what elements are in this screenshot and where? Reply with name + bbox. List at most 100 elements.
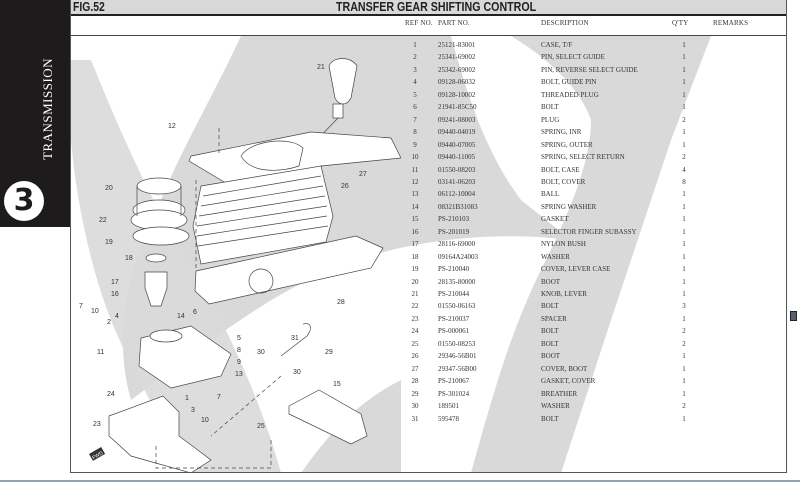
part-no: PS-210040 xyxy=(438,265,470,274)
part-gasket xyxy=(288,389,368,445)
part-no: 01550-08253 xyxy=(438,339,476,348)
ref-no: 29 xyxy=(411,389,419,398)
description: BOLT xyxy=(541,327,559,336)
description: COVER, BOOT xyxy=(541,364,588,373)
part-no: 08321B31083 xyxy=(438,202,478,211)
quantity: 1 xyxy=(682,190,686,199)
description: BREATHER xyxy=(541,389,578,398)
callout-9: 9 xyxy=(237,359,241,366)
description: PIN, SELECT GUIDE xyxy=(541,53,605,62)
quantity: 1 xyxy=(682,202,686,211)
quantity: 1 xyxy=(682,314,686,323)
callout-3: 3 xyxy=(191,407,195,414)
ref-no: 8 xyxy=(413,128,417,137)
exploded-parts-diagram: 21 12 27 26 20 22 19 18 28 17 16 7 10 2 … xyxy=(79,58,401,472)
description: BOLT xyxy=(541,339,559,348)
description: BOLT xyxy=(541,302,559,311)
callout-12: 12 xyxy=(168,123,176,130)
page-scroll-indicator[interactable] xyxy=(790,311,797,321)
description: BALL xyxy=(541,190,560,199)
ref-no: 24 xyxy=(411,327,419,336)
description: SPRING, INR xyxy=(541,128,582,137)
description: CASE, T/F xyxy=(541,41,573,49)
part-no: 29347-56B00 xyxy=(438,364,477,373)
callout-17: 17 xyxy=(111,279,119,286)
quantity: 1 xyxy=(682,240,686,249)
callout-18: 18 xyxy=(125,255,133,262)
title-bar: FIG.52 TRANSFER GEAR SHIFTING CONTROL xyxy=(71,0,786,16)
quantity: 1 xyxy=(682,377,686,386)
section-label: TRANSMISSION xyxy=(40,57,55,160)
description: GASKET, COVER xyxy=(541,377,596,386)
chapter-number: 3 xyxy=(13,183,35,218)
quantity: 1 xyxy=(682,90,686,99)
svg-text:FWD: FWD xyxy=(91,450,104,461)
front-direction-icon: FWD xyxy=(89,447,106,461)
description: WASHER xyxy=(541,252,570,261)
ref-no: 12 xyxy=(411,177,419,186)
part-no: 09164A24003 xyxy=(438,252,479,261)
ref-no: 26 xyxy=(411,352,419,361)
description: BOLT xyxy=(541,103,559,112)
quantity: 2 xyxy=(682,153,686,162)
part-boot-cover xyxy=(188,131,401,187)
figure-title: TRANSFER GEAR SHIFTING CONTROL xyxy=(336,0,537,14)
callout-28: 28 xyxy=(337,299,345,306)
watermark-shape-upper xyxy=(122,36,571,400)
callout-7a: 7 xyxy=(79,303,83,310)
part-no: 01550-08203 xyxy=(438,165,476,174)
description: BOOT xyxy=(541,352,561,361)
ref-no: 7 xyxy=(413,115,417,124)
quantity: 1 xyxy=(682,215,686,224)
viewer-bottom-rule xyxy=(0,480,800,482)
part-spacer xyxy=(108,395,212,472)
description: SPRING, OUTER xyxy=(541,140,593,149)
part-no: PS-301024 xyxy=(438,389,470,398)
quantity: 1 xyxy=(682,277,686,286)
part-no: 03141-06203 xyxy=(438,177,476,186)
ref-no: 19 xyxy=(411,265,419,274)
part-no: 189501 xyxy=(438,402,459,411)
ref-no: 28 xyxy=(411,377,419,386)
part-no: 21941-85C50 xyxy=(438,103,477,112)
part-knob xyxy=(310,58,358,147)
watermark-background xyxy=(71,36,786,472)
description: PLUG xyxy=(541,115,560,124)
callout-26: 26 xyxy=(341,183,349,190)
quantity: 1 xyxy=(682,290,686,298)
description: PIN, REVERSE SELECT GUIDE xyxy=(541,65,638,74)
part-bellows-boot xyxy=(192,165,334,265)
description: NYLON BUSH xyxy=(541,240,586,249)
ref-no: 22 xyxy=(411,302,419,311)
watermark-shape-far-right xyxy=(711,36,786,472)
quantity: 2 xyxy=(682,402,686,411)
ref-no: 10 xyxy=(411,153,419,162)
ref-no: 25 xyxy=(411,339,419,348)
quantity: 1 xyxy=(682,140,686,149)
ref-no: 27 xyxy=(411,364,419,373)
ref-no: 30 xyxy=(411,402,419,411)
callout-31: 31 xyxy=(291,335,299,342)
ref-no: 23 xyxy=(411,314,419,323)
part-no: PS-210037 xyxy=(438,314,470,323)
ref-no: 14 xyxy=(411,202,419,211)
description: GASKET xyxy=(541,215,569,224)
part-no: 25342-69002 xyxy=(438,65,476,74)
description: WASHER xyxy=(541,402,570,411)
ref-no: 21 xyxy=(411,290,419,298)
callout-8: 8 xyxy=(237,347,241,354)
callout-29: 29 xyxy=(325,349,333,356)
col-description: DESCRIPTION xyxy=(541,19,589,27)
